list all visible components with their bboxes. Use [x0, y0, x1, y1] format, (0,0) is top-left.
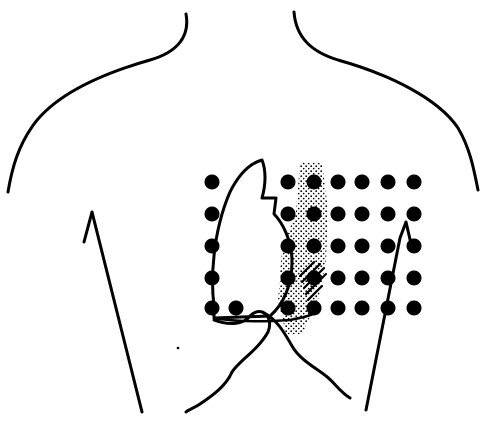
- grid-dot: [381, 239, 396, 254]
- grid-dot: [331, 239, 346, 254]
- grid-dot: [407, 207, 422, 222]
- grid-dot: [331, 271, 346, 286]
- grid-dot: [281, 271, 296, 286]
- grid-dot: [307, 239, 322, 254]
- lower-wavy-line-left: [186, 311, 270, 412]
- grid-dot: [205, 239, 220, 254]
- grid-dot: [407, 175, 422, 190]
- grid-dot: [229, 301, 244, 316]
- left-arm-line: [84, 212, 142, 412]
- grid-dot: [407, 301, 422, 316]
- grid-dot: [407, 239, 422, 254]
- grid-dot: [355, 271, 370, 286]
- grid-dot: [281, 301, 296, 316]
- grid-dot: [381, 301, 396, 316]
- grid-dot: [281, 239, 296, 254]
- grid-dot: [307, 175, 322, 190]
- grid-dot: [281, 207, 296, 222]
- grid-dot: [307, 271, 322, 286]
- grid-dot: [355, 301, 370, 316]
- grid-dot: [407, 271, 422, 286]
- grid-dot: [381, 175, 396, 190]
- grid-dot: [331, 207, 346, 222]
- grid-dot: [355, 239, 370, 254]
- grid-dot: [205, 175, 220, 190]
- small-mark: [177, 347, 180, 350]
- grid-dot: [381, 271, 396, 286]
- grid-dot: [205, 207, 220, 222]
- grid-dot: [281, 175, 296, 190]
- grid-dot: [355, 207, 370, 222]
- grid-dot: [307, 207, 322, 222]
- grid-dot: [205, 271, 220, 286]
- grid-dot: [205, 301, 220, 316]
- torso-outline-left-shoulder: [8, 14, 187, 192]
- grid-dot: [307, 301, 322, 316]
- grid-dot: [381, 207, 396, 222]
- grid-dot: [331, 175, 346, 190]
- grid-dot: [355, 175, 370, 190]
- grid-dot: [331, 301, 346, 316]
